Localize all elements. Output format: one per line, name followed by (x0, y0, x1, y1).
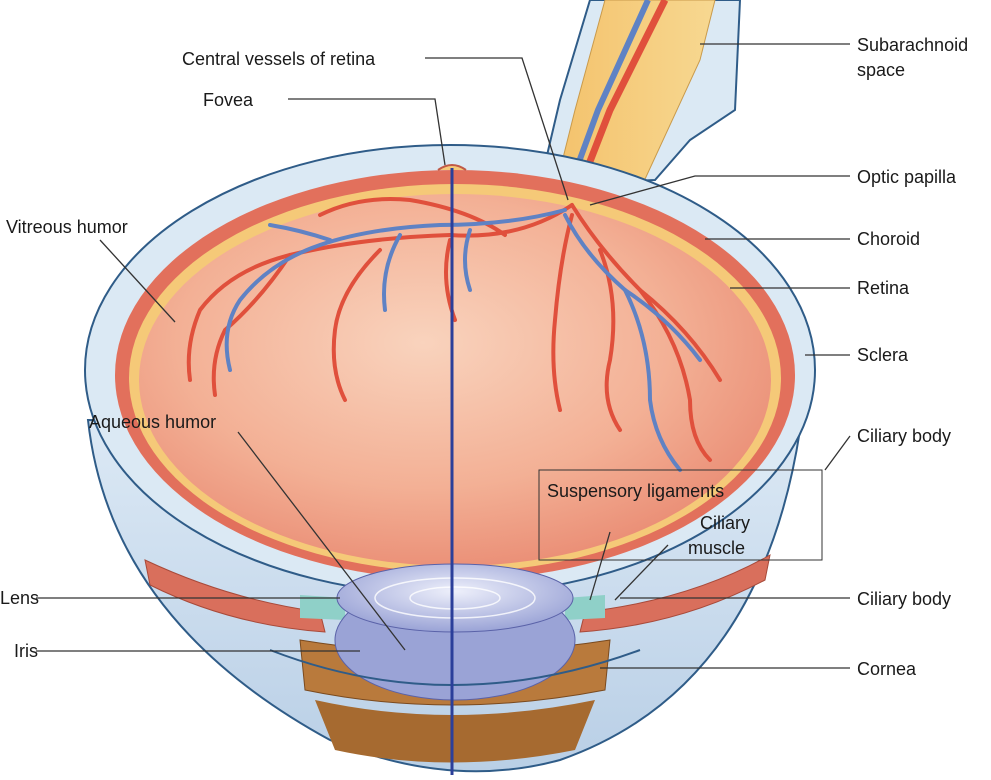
label-cornea: Cornea (857, 659, 917, 679)
label-ciliary-body-upper: Ciliary body (857, 426, 951, 446)
label-suspensory-ligaments: Suspensory ligaments (547, 481, 724, 501)
label-subarachnoid-line1: Subarachnoid (857, 35, 968, 55)
label-choroid: Choroid (857, 229, 920, 249)
label-ciliary-muscle-line2: muscle (688, 538, 745, 558)
suspensory-ligaments-right (565, 595, 605, 620)
lens-ring-1 (374, 577, 536, 619)
leader-lines (36, 43, 851, 669)
label-lens: Lens (0, 588, 39, 608)
label-vitreous-humor: Vitreous humor (6, 217, 128, 237)
label-retina: Retina (857, 278, 910, 298)
lens-top (336, 563, 574, 633)
vitreous-chamber (139, 194, 771, 566)
ciliary-callout-box (538, 469, 823, 561)
label-ciliary-body-lower: Ciliary body (857, 589, 951, 609)
lens-ring-2 (409, 586, 501, 610)
label-sclera: Sclera (857, 345, 909, 365)
ciliary-body-left (144, 559, 326, 633)
label-aqueous-humor: Aqueous humor (89, 412, 216, 432)
suspensory-ligaments-left (300, 595, 345, 620)
iris-anterior (315, 700, 595, 763)
label-ciliary-muscle-line1: Ciliary (700, 513, 750, 533)
ciliary-body-right (579, 554, 771, 633)
retinal-vessels (186, 197, 722, 472)
fovea-dip (437, 164, 467, 171)
label-optic-papilla: Optic papilla (857, 167, 957, 187)
label-iris: Iris (14, 641, 38, 661)
label-subarachnoid-line2: space (857, 60, 905, 80)
label-central-vessels: Central vessels of retina (182, 49, 376, 69)
label-fovea: Fovea (203, 90, 254, 110)
